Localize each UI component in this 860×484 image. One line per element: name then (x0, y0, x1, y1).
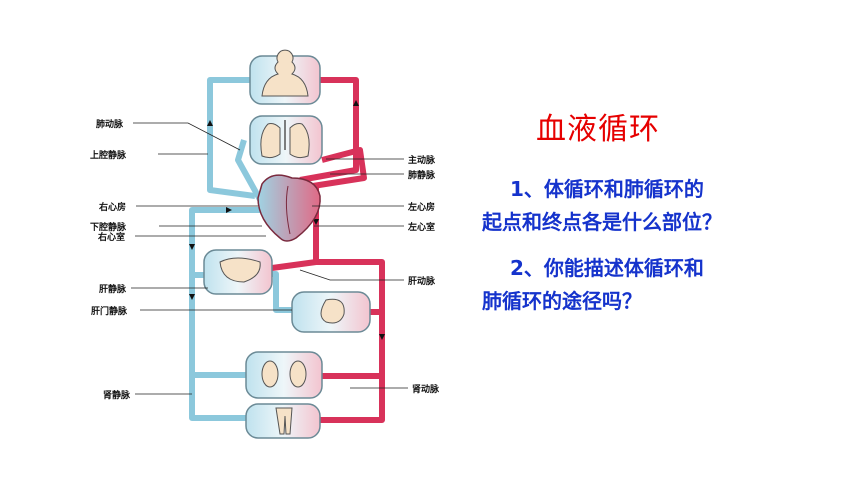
label-right-atrium: 右心房 (98, 201, 126, 213)
label-aorta: 主动脉 (408, 154, 436, 166)
label-hepatic-portal-vein: 肝门静脉 (91, 305, 128, 317)
label-hepatic-vein: 肝静脉 (99, 283, 127, 295)
question-2: 2、你能描述体循环和 肺循环的途径吗？ (482, 252, 704, 318)
arterial-vessels (271, 77, 385, 423)
question-2-line-2: 肺循环的途径吗？ (482, 289, 642, 313)
capillary-head (249, 49, 321, 105)
question-1-line-1: 1、体循环和肺循环的 (510, 177, 704, 201)
question-1: 1、体循环和肺循环的 起点和终点各是什么部位？ (482, 173, 722, 239)
page-title: 血液循环 (536, 112, 660, 147)
capillary-lungs (249, 115, 323, 165)
capillary-legs (245, 403, 321, 439)
label-superior-vena-cava: 上腔静脉 (90, 149, 127, 161)
label-renal-artery: 肾动脉 (412, 383, 440, 395)
label-inferior-vena-cava: 下腔静脉 (90, 221, 127, 233)
label-right-ventricle: 右心室 (97, 231, 125, 243)
label-pulmonary-vein: 肺静脉 (408, 169, 436, 181)
capillary-liver (203, 249, 273, 295)
label-pulmonary-artery: 肺动脉 (96, 118, 124, 130)
label-hepatic-artery: 肝动脉 (408, 275, 436, 287)
flow-arrows (189, 100, 385, 340)
leader-lines (131, 122, 408, 395)
capillary-stomach (291, 291, 371, 333)
question-1-line-2: 起点和终点各是什么部位？ (482, 210, 722, 234)
label-left-atrium: 左心房 (407, 201, 435, 213)
label-left-ventricle: 左心室 (407, 221, 435, 233)
heart (257, 174, 321, 242)
label-renal-vein: 肾静脉 (103, 389, 131, 401)
capillary-kidneys (245, 351, 323, 399)
question-2-line-1: 2、你能描述体循环和 (510, 256, 704, 280)
